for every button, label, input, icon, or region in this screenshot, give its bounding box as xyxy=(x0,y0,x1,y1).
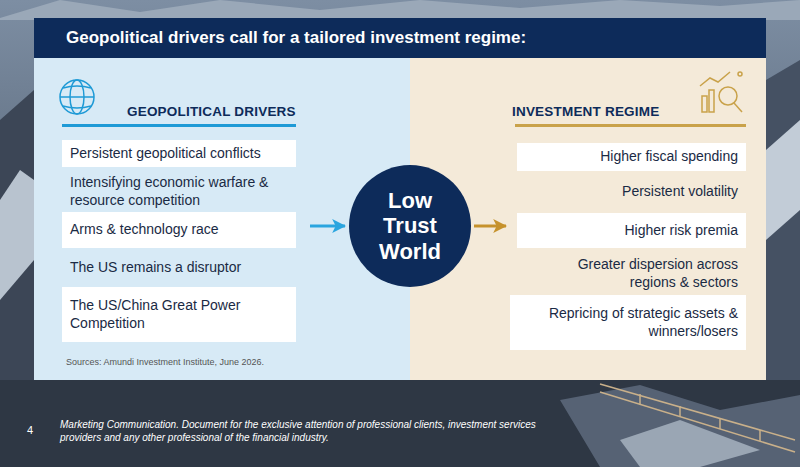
item-text: Persistent geopolitical conflicts xyxy=(70,145,261,163)
list-item: Persistent volatility xyxy=(517,178,746,206)
item-text: The US remains a disruptor xyxy=(70,259,241,277)
list-item: Intensifying economic warfare & resource… xyxy=(62,170,296,213)
list-box: The US/China Great Power Competition xyxy=(62,287,296,342)
rope-bridge xyxy=(600,384,795,452)
title-banner: Geopolitical drivers call for a tailored… xyxy=(34,18,766,58)
flow-arrow xyxy=(474,225,506,228)
list-box: Higher fiscal spending xyxy=(517,143,746,171)
list-item: The US remains a disruptor xyxy=(62,253,296,283)
flow-arrow xyxy=(310,225,345,228)
list-box: Higher risk premia xyxy=(517,213,746,248)
center-circle: Low Trust World xyxy=(348,164,472,288)
rock xyxy=(0,380,800,467)
item-text: Higher risk premia xyxy=(624,222,738,240)
item-text: Repricing of strategic assets & winners/… xyxy=(518,305,738,340)
snow xyxy=(766,120,800,240)
list-box: Repricing of strategic assets & winners/… xyxy=(510,295,746,350)
snow xyxy=(0,170,34,300)
circle-fill xyxy=(349,165,471,287)
title-text: Geopolitical drivers call for a tailored… xyxy=(34,18,766,58)
snow xyxy=(620,420,760,467)
item-text: Arms & technology race xyxy=(70,221,219,239)
header-underline xyxy=(62,124,296,127)
source-note: Sources: Amundi Investment Institute, Ju… xyxy=(66,357,396,368)
item-text: Persistent volatility xyxy=(622,183,738,201)
list-box: Persistent geopolitical conflicts xyxy=(62,140,296,167)
column-group: GEOPOLITICAL DRIVERS Persistent geopoliti… xyxy=(58,78,300,348)
column-heading: INVESTMENT REGIME xyxy=(512,104,659,119)
item-text: Intensifying economic warfare & resource… xyxy=(70,174,288,209)
list-box: Arms & technology race xyxy=(62,212,296,248)
disclaimer: Marketing Communication. Document for th… xyxy=(60,419,540,444)
rock xyxy=(560,385,800,467)
header-underline xyxy=(515,124,746,127)
center-label: Low Trust World xyxy=(362,188,458,264)
column-heading: GEOPOLITICAL DRIVERS xyxy=(127,104,296,119)
mountain-ridge xyxy=(0,0,800,20)
chart-icon xyxy=(700,72,742,112)
item-text: Higher fiscal spending xyxy=(600,148,738,166)
globe-icon xyxy=(60,80,94,114)
item-text: Greater dispersion across regions & sect… xyxy=(543,256,738,291)
column-group: INVESTMENT REGIME Higher fiscal spendingP… xyxy=(508,78,750,353)
list-item: Greater dispersion across regions & sect… xyxy=(517,252,746,295)
item-text: The US/China Great Power Competition xyxy=(70,297,288,332)
page-number: 4 xyxy=(27,424,47,438)
